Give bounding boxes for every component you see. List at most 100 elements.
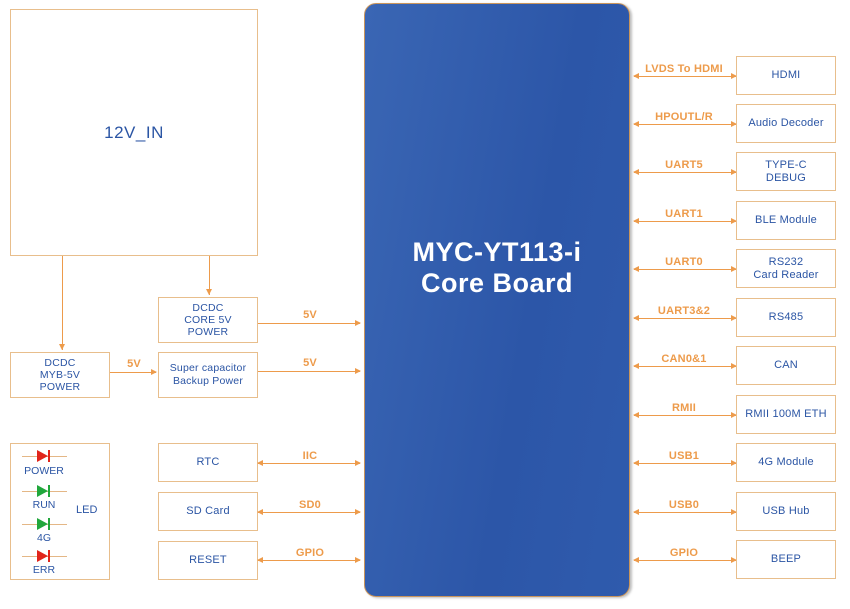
bus-arrow bbox=[633, 169, 737, 175]
bus-label: UART3&2 bbox=[657, 305, 711, 317]
bus-arrow-sd0 bbox=[257, 509, 361, 515]
bus-arrow bbox=[633, 315, 737, 321]
arrowhead-right-icon bbox=[731, 73, 737, 79]
rail-arrow-core-board bbox=[258, 320, 361, 326]
diode-triangle bbox=[37, 450, 48, 462]
power-feed-arrow-core bbox=[206, 256, 212, 295]
bus-arrow-iic bbox=[257, 460, 361, 466]
dcdc-core-label: DCDC CORE 5V POWER bbox=[184, 302, 232, 338]
rail-label-5v: 5V bbox=[303, 309, 317, 321]
reset-box: RESET bbox=[158, 541, 258, 580]
diode-triangle bbox=[37, 518, 48, 530]
peripheral-label: BLE Module bbox=[755, 214, 817, 226]
power-feed-arrow-myb bbox=[59, 256, 65, 350]
arrowhead-right-icon bbox=[355, 460, 361, 466]
arrowhead-right-icon bbox=[151, 369, 157, 375]
arrowhead-left-icon bbox=[633, 363, 639, 369]
bus-label: USB0 bbox=[668, 499, 700, 511]
peripheral-box-rs485: RS485 bbox=[736, 298, 836, 337]
diode-bar bbox=[48, 450, 50, 462]
peripheral-label: USB Hub bbox=[762, 505, 810, 517]
arrowhead-left-icon bbox=[633, 460, 639, 466]
diode-bar bbox=[48, 518, 50, 530]
rtc-label: RTC bbox=[196, 456, 220, 468]
arrowhead-right-icon bbox=[355, 368, 361, 374]
sdcard-label: SD Card bbox=[186, 505, 230, 517]
peripheral-label: RS485 bbox=[768, 311, 804, 323]
bus-label: GPIO bbox=[669, 547, 699, 559]
led-panel-box bbox=[10, 443, 110, 580]
led-power-icon bbox=[22, 450, 67, 463]
peripheral-box-rs232: RS232 Card Reader bbox=[736, 249, 836, 288]
arrowhead-left-icon bbox=[633, 509, 639, 515]
power-input-label: 12V_IN bbox=[104, 123, 164, 142]
bus-label: UART5 bbox=[665, 159, 703, 171]
bus-arrow bbox=[633, 460, 737, 466]
diode-triangle bbox=[37, 550, 48, 562]
rail-arrow-supercap-board bbox=[258, 368, 361, 374]
rail-label-5v: 5V bbox=[303, 357, 317, 369]
dcdc-myb-box: DCDC MYB-5V POWER bbox=[10, 352, 110, 398]
bus-label: LVDS To HDMI bbox=[645, 63, 723, 75]
arrowhead-left-icon bbox=[633, 315, 639, 321]
bus-label: HPOUTL/R bbox=[655, 111, 713, 123]
arrowhead-down-icon bbox=[206, 289, 212, 295]
arrowhead-right-icon bbox=[731, 557, 737, 563]
bus-arrow bbox=[633, 557, 737, 563]
bus-label: UART1 bbox=[665, 208, 703, 220]
arrowhead-left-icon bbox=[257, 509, 263, 515]
peripheral-label: CAN bbox=[774, 359, 798, 371]
bus-label: USB1 bbox=[668, 450, 700, 462]
bus-arrow bbox=[633, 363, 737, 369]
peripheral-box-hdmi: HDMI bbox=[736, 56, 836, 95]
led-run-label: RUN bbox=[32, 499, 56, 511]
power-input-box: 12V_IN bbox=[10, 9, 258, 256]
led-run-icon bbox=[22, 485, 67, 498]
bus-arrow bbox=[633, 266, 737, 272]
peripheral-label: TYPE-C DEBUG bbox=[765, 158, 807, 184]
peripheral-box-can: CAN bbox=[736, 346, 836, 385]
dcdc-myb-label: DCDC MYB-5V POWER bbox=[39, 357, 81, 393]
arrowhead-down-icon bbox=[59, 344, 65, 350]
peripheral-box-audio-decoder: Audio Decoder bbox=[736, 104, 836, 143]
arrowhead-left-icon bbox=[633, 266, 639, 272]
sdcard-box: SD Card bbox=[158, 492, 258, 531]
led-power-label: POWER bbox=[24, 465, 64, 477]
bus-arrow bbox=[633, 412, 737, 418]
arrowhead-left-icon bbox=[633, 169, 639, 175]
bus-arrow-gpio-left bbox=[257, 557, 361, 563]
arrowhead-left-icon bbox=[257, 557, 263, 563]
arrowhead-left-icon bbox=[633, 73, 639, 79]
led-panel-label: LED bbox=[76, 504, 98, 516]
led-err-label: ERR bbox=[32, 564, 56, 576]
peripheral-label: RMII 100M ETH bbox=[745, 408, 827, 420]
bus-arrow bbox=[633, 509, 737, 515]
peripheral-label: BEEP bbox=[770, 553, 802, 565]
led-4g-label: 4G bbox=[36, 532, 51, 544]
arrowhead-left-icon bbox=[633, 412, 639, 418]
peripheral-box-4g: 4G Module bbox=[736, 443, 836, 482]
peripheral-box-usb-hub: USB Hub bbox=[736, 492, 836, 531]
core-board-title: MYC-YT113-i Core Board bbox=[412, 237, 582, 298]
arrowhead-right-icon bbox=[355, 320, 361, 326]
reset-label: RESET bbox=[189, 554, 227, 566]
bus-arrow bbox=[633, 121, 737, 127]
arrowhead-left-icon bbox=[633, 557, 639, 563]
bus-label: CAN0&1 bbox=[661, 353, 707, 365]
diode-bar bbox=[48, 485, 50, 497]
peripheral-label: 4G Module bbox=[758, 456, 814, 468]
arrowhead-right-icon bbox=[731, 363, 737, 369]
arrowhead-right-icon bbox=[355, 509, 361, 515]
peripheral-box-ble: BLE Module bbox=[736, 201, 836, 240]
rail-arrow-myb-supercap bbox=[110, 369, 157, 375]
led-err-icon bbox=[22, 550, 67, 563]
peripheral-label: RS232 Card Reader bbox=[753, 255, 819, 281]
rtc-box: RTC bbox=[158, 443, 258, 482]
arrowhead-left-icon bbox=[257, 460, 263, 466]
arrowhead-left-icon bbox=[633, 218, 639, 224]
diode-bar bbox=[48, 550, 50, 562]
supercap-box: Super capacitor Backup Power bbox=[158, 352, 258, 398]
peripheral-box-beep: BEEP bbox=[736, 540, 836, 579]
peripheral-label: Audio Decoder bbox=[748, 117, 824, 129]
